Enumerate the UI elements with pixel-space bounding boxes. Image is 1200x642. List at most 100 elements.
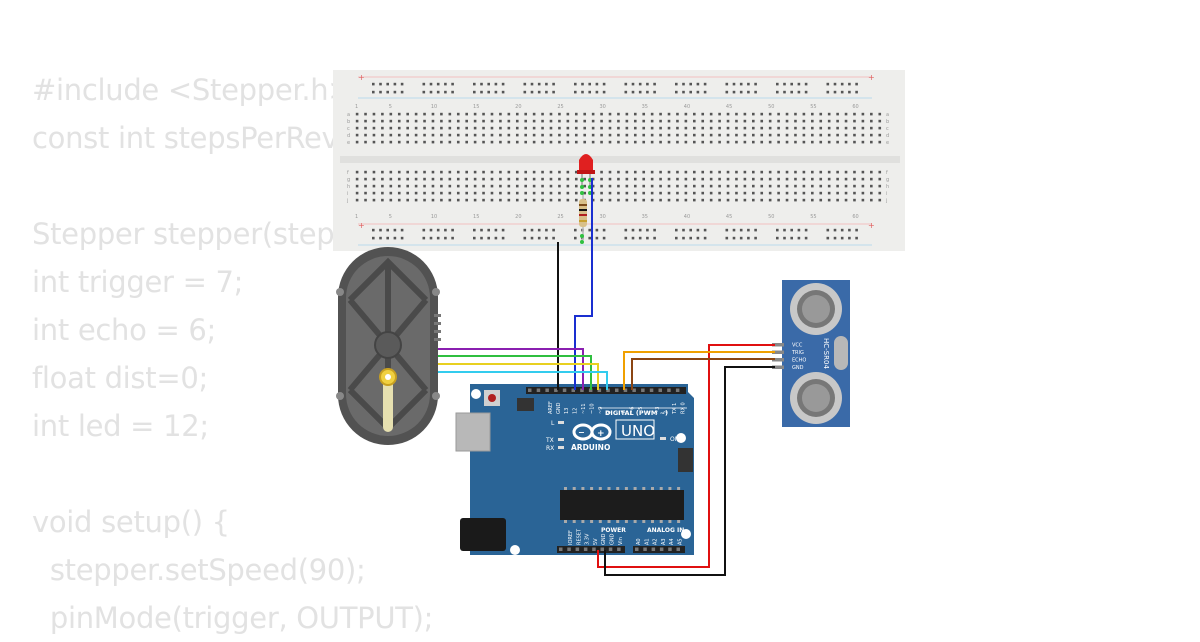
breadboard-hole xyxy=(646,228,649,232)
breadboard-hole xyxy=(423,170,426,174)
breadboard-hole xyxy=(440,112,443,116)
header-pin[interactable] xyxy=(659,547,664,552)
sensor-pin[interactable] xyxy=(772,350,784,355)
header-pin[interactable] xyxy=(617,547,621,552)
breadboard-hole xyxy=(515,112,519,116)
header-pin[interactable] xyxy=(592,547,596,552)
header-pin[interactable] xyxy=(675,388,680,393)
breadboard-hole xyxy=(743,112,747,116)
breadboard-hole xyxy=(379,236,382,240)
header-pin[interactable] xyxy=(649,388,654,393)
breadboard-hole xyxy=(754,82,757,86)
breadboard-hole xyxy=(501,236,505,240)
header-pin[interactable] xyxy=(528,388,532,393)
led-l-indicator xyxy=(558,421,564,424)
resistor[interactable] xyxy=(579,192,587,240)
header-pin[interactable] xyxy=(545,388,549,393)
header-pin[interactable] xyxy=(632,388,636,393)
header-pin[interactable] xyxy=(567,547,571,552)
header-pin[interactable] xyxy=(571,388,576,393)
sensor-pin[interactable] xyxy=(772,358,784,362)
header-pin[interactable] xyxy=(658,388,663,393)
breadboard-hole xyxy=(381,170,384,174)
breadboard-hole xyxy=(386,236,389,240)
wire-brown-echo[interactable] xyxy=(631,358,775,390)
header-pin[interactable] xyxy=(615,388,619,393)
wire-cyan-motor[interactable] xyxy=(438,371,608,390)
breadboard-hole xyxy=(732,228,736,232)
header-pin[interactable] xyxy=(588,388,593,393)
header-pin[interactable] xyxy=(559,547,563,552)
sensor-pin[interactable] xyxy=(772,343,784,347)
breadboard-hole xyxy=(777,177,780,181)
header-pin[interactable] xyxy=(667,388,671,393)
breadboard-hole xyxy=(650,140,654,144)
breadboard-hole xyxy=(878,112,882,116)
sensor-pin[interactable] xyxy=(772,365,784,370)
header-pin[interactable] xyxy=(643,547,647,552)
stepper-motor[interactable] xyxy=(336,247,441,445)
header-pin[interactable] xyxy=(641,388,645,393)
breadboard-hole xyxy=(725,82,729,86)
header-pin[interactable] xyxy=(575,547,580,552)
header-pin[interactable] xyxy=(651,547,656,552)
gnd-pin-label: GND xyxy=(556,402,562,414)
breadboard-hole xyxy=(709,126,713,130)
header-pin[interactable] xyxy=(608,547,613,552)
header-pin[interactable] xyxy=(635,547,639,552)
breadboard-hole xyxy=(583,112,587,116)
wire-green-motor[interactable] xyxy=(438,355,592,390)
breadboard-hole xyxy=(541,112,544,116)
header-pin[interactable] xyxy=(580,388,584,393)
breadboard-hole xyxy=(703,228,707,232)
wire-orange-trig[interactable] xyxy=(623,351,775,390)
header-pin[interactable] xyxy=(562,388,567,393)
breadboard-hole xyxy=(507,133,511,137)
breadboard-hole xyxy=(414,170,418,174)
breadboard-hole xyxy=(777,170,780,174)
breadboard-hole xyxy=(693,177,696,181)
header-pin[interactable] xyxy=(623,388,628,393)
header-pin[interactable] xyxy=(536,388,541,393)
breadboard-hole xyxy=(372,133,376,137)
breadboard-row-letter: e xyxy=(886,140,889,146)
breadboard-hole xyxy=(574,140,578,144)
breadboard-hole xyxy=(826,90,830,94)
breadboard-hole xyxy=(760,133,764,137)
wire-yellow-motor[interactable] xyxy=(438,363,599,390)
breadboard-hole xyxy=(389,112,393,116)
header-pin[interactable] xyxy=(600,547,605,552)
wire-purple-motor[interactable] xyxy=(438,348,584,390)
breadboard-hole xyxy=(524,112,527,116)
breadboard-hole xyxy=(819,140,823,144)
wire-red-vcc[interactable] xyxy=(597,344,775,568)
header-pin[interactable] xyxy=(676,547,681,552)
breadboard-hole xyxy=(684,119,688,123)
reset-button-cap[interactable] xyxy=(488,394,496,402)
breadboard-hole xyxy=(840,236,844,240)
breadboard-hole xyxy=(515,184,519,188)
breadboard-hole xyxy=(638,228,642,232)
wire-blue-led[interactable] xyxy=(574,178,593,390)
header-pin[interactable] xyxy=(583,547,588,552)
breadboard-hole xyxy=(456,198,460,202)
breadboard-hole xyxy=(833,82,837,86)
wire-black-sensor-gnd[interactable] xyxy=(604,366,775,576)
breadboard-hole xyxy=(853,126,856,130)
header-pin[interactable] xyxy=(668,547,672,552)
rx-label: RX xyxy=(546,445,554,452)
breadboard-hole xyxy=(532,133,536,137)
power-pin-label: RESET xyxy=(576,528,582,545)
header-pin[interactable] xyxy=(597,388,602,393)
led[interactable] xyxy=(577,154,595,186)
header-pin[interactable] xyxy=(554,388,558,393)
header-pin[interactable] xyxy=(606,388,610,393)
breadboard-hole xyxy=(797,228,801,232)
analog-pin-label: A3 xyxy=(661,538,667,545)
breadboard-hole xyxy=(490,198,494,202)
breadboard-hole xyxy=(726,119,730,123)
breadboard-hole xyxy=(422,236,426,240)
